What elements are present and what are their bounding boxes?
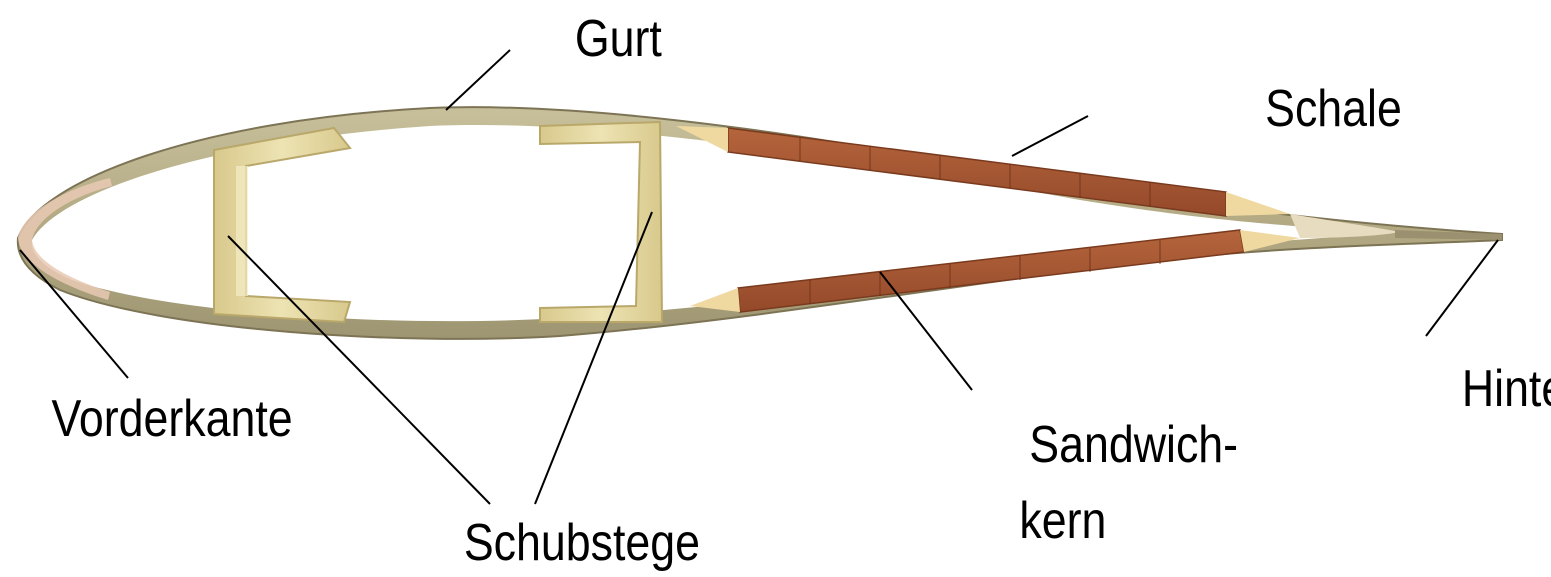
label-hinterkante: Hinterkante	[1462, 360, 1551, 418]
label-sandwich-line1: Sandwich-	[1029, 416, 1238, 474]
leader-gurt	[446, 50, 510, 110]
label-sandwich-line2: kern	[1019, 492, 1106, 550]
label-gurt: Gurt	[575, 10, 662, 68]
label-schubstege: Schubstege	[464, 514, 700, 572]
label-schale: Schale	[1265, 80, 1402, 138]
leader-schale	[1012, 116, 1088, 156]
front-shear-web-inner	[236, 166, 248, 296]
label-vorderkante: Vorderkante	[52, 390, 293, 448]
upper-core-rear-filler	[1226, 192, 1290, 216]
leader-hinterkante	[1426, 240, 1498, 336]
